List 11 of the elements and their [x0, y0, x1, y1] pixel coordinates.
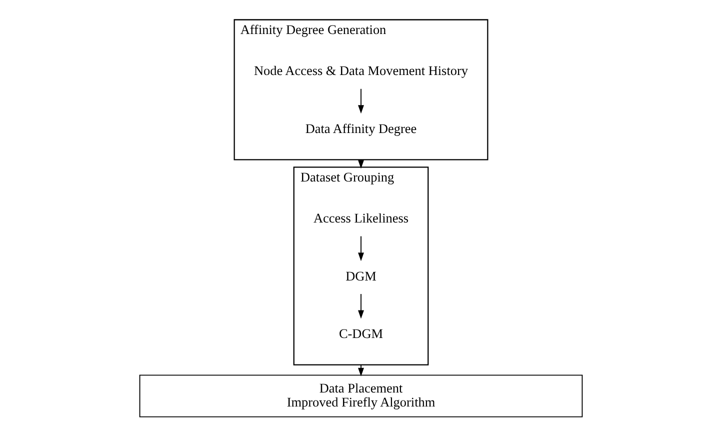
node-text: DGM: [345, 268, 376, 284]
node-text: Data Affinity Degree: [304, 120, 416, 136]
node-text: Node Access & Data Movement History: [253, 63, 468, 78]
node-text: Access Likeliness: [312, 210, 408, 226]
arrow: [358, 88, 364, 114]
arrow: [358, 294, 364, 319]
arrow: [358, 236, 364, 262]
node-text: C-DGM: [338, 326, 383, 342]
node-box: Data Placement Improved Firefly Algorithm: [138, 374, 582, 418]
arrow: [358, 159, 364, 169]
arrow: [358, 364, 364, 376]
